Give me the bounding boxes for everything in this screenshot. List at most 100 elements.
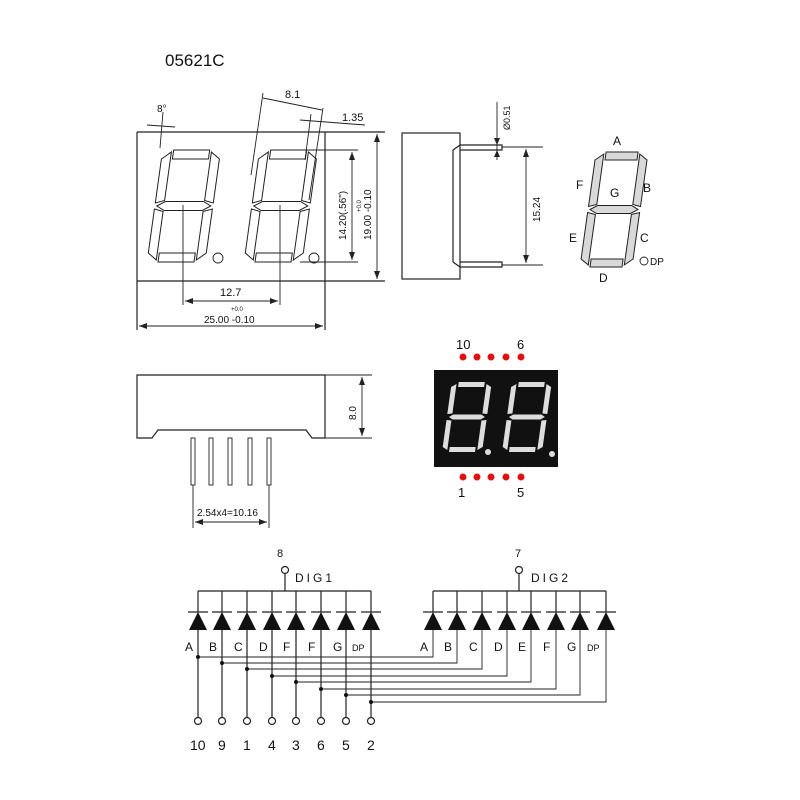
photo-digit1-segment-g — [448, 414, 485, 420]
depth-label: 8.0 — [348, 406, 359, 420]
pin-number: 10 — [190, 737, 206, 753]
segment-interconnect — [272, 630, 508, 677]
bottom-view: 8.0 2.54x4=10.16 — [136, 374, 372, 528]
pin-label-5: 5 — [517, 485, 524, 500]
photo-digit1-segment-e — [442, 420, 452, 450]
junction-dot — [245, 667, 249, 671]
segment-label-c: C — [640, 231, 649, 245]
pin-lead — [208, 437, 214, 486]
pin-label-10: 10 — [456, 337, 470, 352]
segment-label-e: E — [569, 231, 577, 245]
pin-dot-bottom — [517, 473, 525, 481]
diode-icon — [337, 612, 355, 630]
photo-digit2-segment-f — [507, 384, 517, 414]
side-view: 15.24 Ø0.51 — [401, 102, 543, 280]
segment-interconnect — [321, 630, 557, 690]
diode-icon — [498, 612, 516, 630]
pin-terminal[interactable] — [316, 716, 326, 726]
pin-lead — [227, 437, 233, 486]
pin-terminal[interactable] — [242, 716, 252, 726]
pin-terminal[interactable] — [217, 716, 227, 726]
pin-number: 4 — [268, 737, 276, 753]
pin-label-6: 6 — [517, 337, 524, 352]
pin-number: 5 — [342, 737, 350, 753]
front-digit1-segment-g — [155, 201, 212, 211]
pin-number: 2 — [367, 737, 375, 753]
height-tolerance: +0.0 — [357, 199, 363, 212]
diode-icon — [473, 612, 491, 630]
front-digit2-segment-d — [254, 252, 293, 263]
display-photo: 10 6 1 5 — [434, 337, 558, 500]
photo-digit2-segment-g — [508, 414, 545, 420]
segment-interconnect — [198, 630, 434, 658]
pin-dot-top — [459, 353, 467, 361]
junction-dot — [196, 655, 200, 659]
pin-number: 9 — [218, 737, 226, 753]
front-digit2-segment-g — [252, 201, 309, 211]
decimal-point — [639, 256, 649, 266]
segment-label-dp: DP — [650, 257, 664, 268]
photo-digit1-segment-b — [482, 384, 492, 414]
diode-icon — [312, 612, 330, 630]
front-digit1-segment-a — [171, 149, 211, 160]
segment-interconnect — [296, 630, 532, 683]
pin-number: 1 — [243, 737, 251, 753]
dig1-segment-label: C — [234, 640, 243, 654]
pin-lead — [247, 437, 253, 486]
diode-icon — [287, 612, 305, 630]
pin-dot-bottom — [502, 473, 510, 481]
map-segment-b — [632, 153, 648, 208]
pitch-label: 12.7 — [220, 287, 241, 299]
pin-dot-bottom — [487, 473, 495, 481]
pin-terminal[interactable] — [267, 716, 277, 726]
part-number-title: 05621C — [165, 51, 225, 70]
front-dp1 — [212, 252, 224, 264]
pin-number: 6 — [317, 737, 325, 753]
front-view: 14.20(.56") +0.0 19.00 -0.10 12.7 +0.0 2… — [136, 89, 385, 330]
pin-dot-top — [517, 353, 525, 361]
diode-icon — [448, 612, 466, 630]
pin-lead — [190, 437, 196, 486]
front-digit1-segment-d — [157, 252, 196, 263]
photo-dp2 — [549, 451, 555, 457]
photo-digit2-segment-e — [502, 420, 512, 450]
diode-icon — [362, 612, 380, 630]
dig2-common-terminal[interactable] — [514, 565, 524, 575]
pin-terminal[interactable] — [341, 716, 351, 726]
dig2-segment-label: G — [567, 640, 576, 654]
segment-label-b: B — [643, 181, 651, 195]
dig2-segment-label: B — [444, 640, 452, 654]
pin-dot-top — [502, 353, 510, 361]
pin-terminal[interactable] — [366, 716, 376, 726]
dig1-segment-label: B — [209, 640, 217, 654]
pin-lead — [266, 437, 272, 486]
photo-digit2-segment-d — [509, 447, 536, 452]
photo-digit1-segment-c — [477, 420, 487, 450]
front-digit2-segment-e — [244, 208, 261, 261]
diode-icon — [213, 612, 231, 630]
front-digit2-segment-b — [301, 151, 317, 204]
pin-terminal[interactable] — [193, 716, 203, 726]
segment-interconnect — [247, 630, 483, 670]
front-digit1-segment-b — [204, 151, 220, 204]
dig1-label: DIG1 — [295, 571, 335, 585]
map-segment-a — [604, 151, 639, 161]
diode-icon — [424, 612, 442, 630]
dig1-segment-label: F — [283, 640, 290, 654]
diode-icon — [189, 612, 207, 630]
dig1-common-terminal[interactable] — [280, 565, 290, 575]
photo-digit2-segment-a — [518, 382, 545, 387]
junction-dot — [220, 661, 224, 665]
dig2-pin-number: 7 — [515, 548, 521, 560]
dig2-segment-label: D — [494, 640, 503, 654]
width-tolerance: +0.0 — [231, 307, 244, 313]
segment-label-f: F — [576, 178, 583, 192]
front-digit2-segment-a — [268, 149, 308, 160]
junction-dot — [369, 700, 373, 704]
pin-dot-top — [487, 353, 495, 361]
pin-terminal[interactable] — [291, 716, 301, 726]
front-digit2-segment-f — [251, 150, 270, 204]
